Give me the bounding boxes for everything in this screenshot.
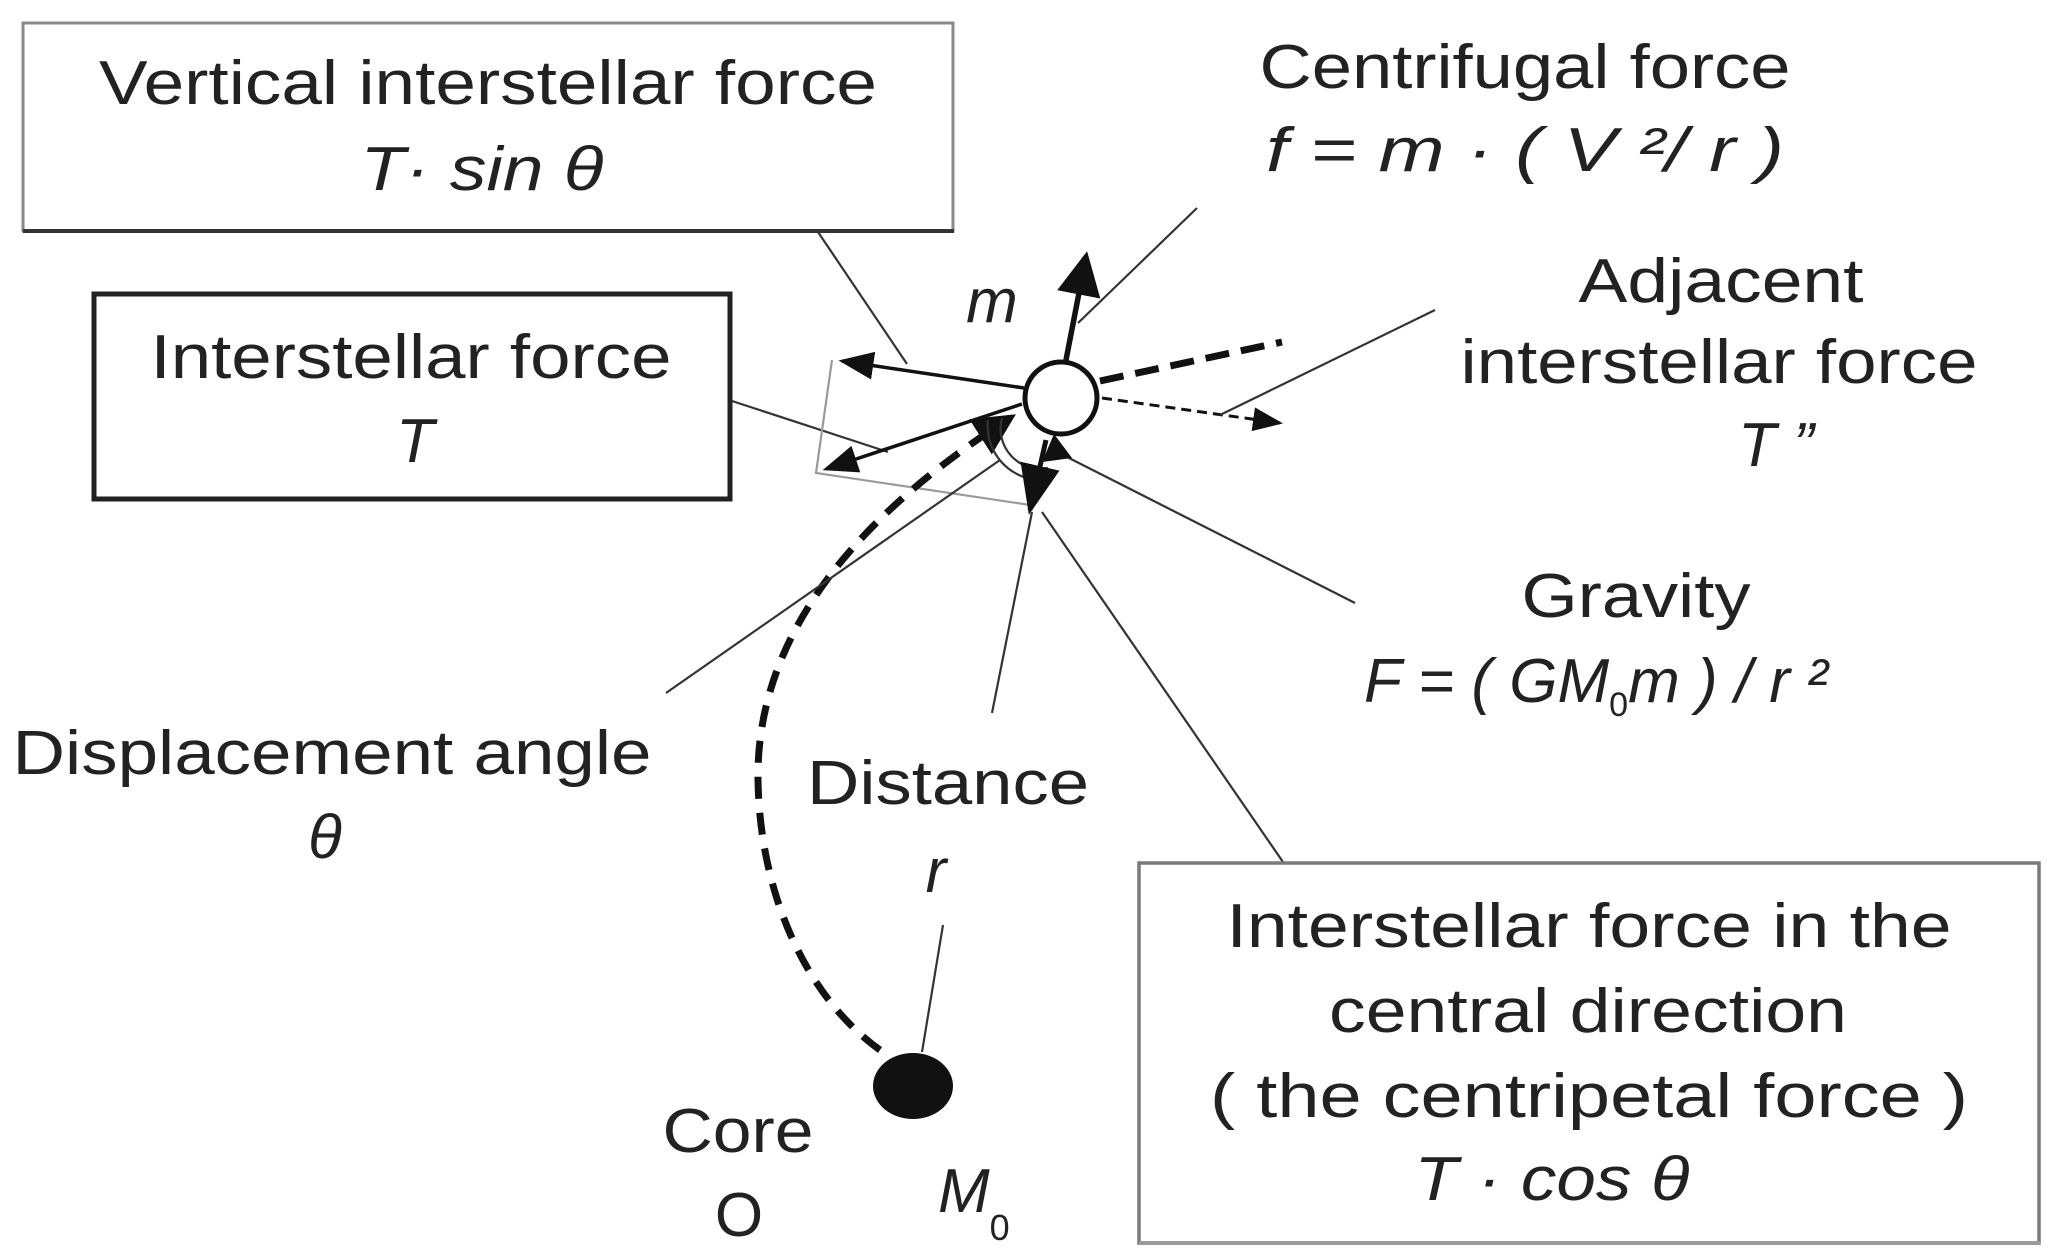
centripetal-leader [1041, 511, 1284, 863]
adjacent-title-line2: interstellar force [1461, 328, 1978, 397]
gravity-title: Gravity [1522, 562, 1751, 631]
gravity-formula: F = ( GM0m ) / r ² [1364, 647, 1830, 724]
interstellar-force-symbol: T [396, 407, 438, 476]
core-mass-sub: 0 [990, 1207, 1010, 1248]
radius-leader [920, 924, 945, 1053]
vertical-force-leader [817, 231, 908, 365]
interstellar-force-box: Interstellar force T [91, 291, 733, 502]
centripetal-line3: ( the centripetal force ) [1210, 1062, 1968, 1131]
interstellar-force-box-frame [91, 291, 733, 502]
centripetal-arrowhead [1042, 434, 1072, 462]
gravity-formula-pre: F = ( GM [1364, 647, 1610, 716]
displacement-angle-leader [665, 459, 1001, 694]
vertical-force-title: Vertical interstellar force [99, 49, 877, 118]
centrifugal-formula: f = m · ( V ²/ r ) [1266, 116, 1784, 185]
orbit-path-dashed [754, 414, 1016, 1053]
adjacent-force-arrow [1101, 396, 1283, 432]
adjacent-force-heavy-dashed [1099, 338, 1283, 385]
interstellar-force-arrow [822, 402, 1023, 473]
gravity-formula-post: m ) / r ² [1628, 647, 1830, 716]
vertical-force-box: Vertical interstellar force T· sin θ [21, 21, 955, 233]
centrifugal-leader [1077, 207, 1198, 324]
centripetal-line2: central direction [1329, 977, 1847, 1046]
interstellar-force-title: Interstellar force [151, 323, 672, 392]
gravity-leader [1066, 456, 1356, 604]
core-mass [873, 1053, 953, 1119]
vertical-force-box-frame [21, 21, 955, 233]
distance-title: Distance [807, 749, 1089, 818]
centrifugal-arrow [1057, 251, 1101, 361]
core-mass-symbol: M [938, 1157, 990, 1226]
displacement-angle-title: Displacement angle [13, 719, 652, 788]
centripetal-line4: T · cos θ [1415, 1145, 1690, 1214]
vertical-force-arrow [838, 351, 1025, 390]
adjacent-symbol: T ” [1738, 411, 1816, 480]
gravity-arrow [1020, 439, 1060, 515]
centripetal-box: Interstellar force in the central direct… [1137, 861, 2041, 1245]
force-parallelogram [814, 359, 1031, 507]
core-title: Core [663, 1097, 814, 1166]
distance-leader [990, 511, 1034, 714]
adjacent-force-leader [1219, 309, 1436, 416]
centripetal-box-frame [1137, 861, 2041, 1245]
vertical-force-formula: T· sin θ [361, 135, 604, 204]
gravity-formula-sub: 0 [1609, 686, 1628, 724]
angle-arc-outer [986, 419, 1041, 482]
core-symbol: O [715, 1181, 763, 1250]
displacement-angle-symbol: θ [308, 803, 342, 872]
centripetal-line1: Interstellar force in the [1227, 892, 1952, 961]
adjacent-title-line1: Adjacent [1579, 247, 1864, 316]
star-m [1022, 359, 1100, 437]
distance-symbol: r [926, 837, 949, 906]
core-mass-label: M0 [938, 1157, 1010, 1248]
star-mass-label: m [966, 267, 1018, 336]
interstellar-force-leader [731, 399, 889, 454]
centrifugal-title: Centrifugal force [1260, 33, 1791, 102]
